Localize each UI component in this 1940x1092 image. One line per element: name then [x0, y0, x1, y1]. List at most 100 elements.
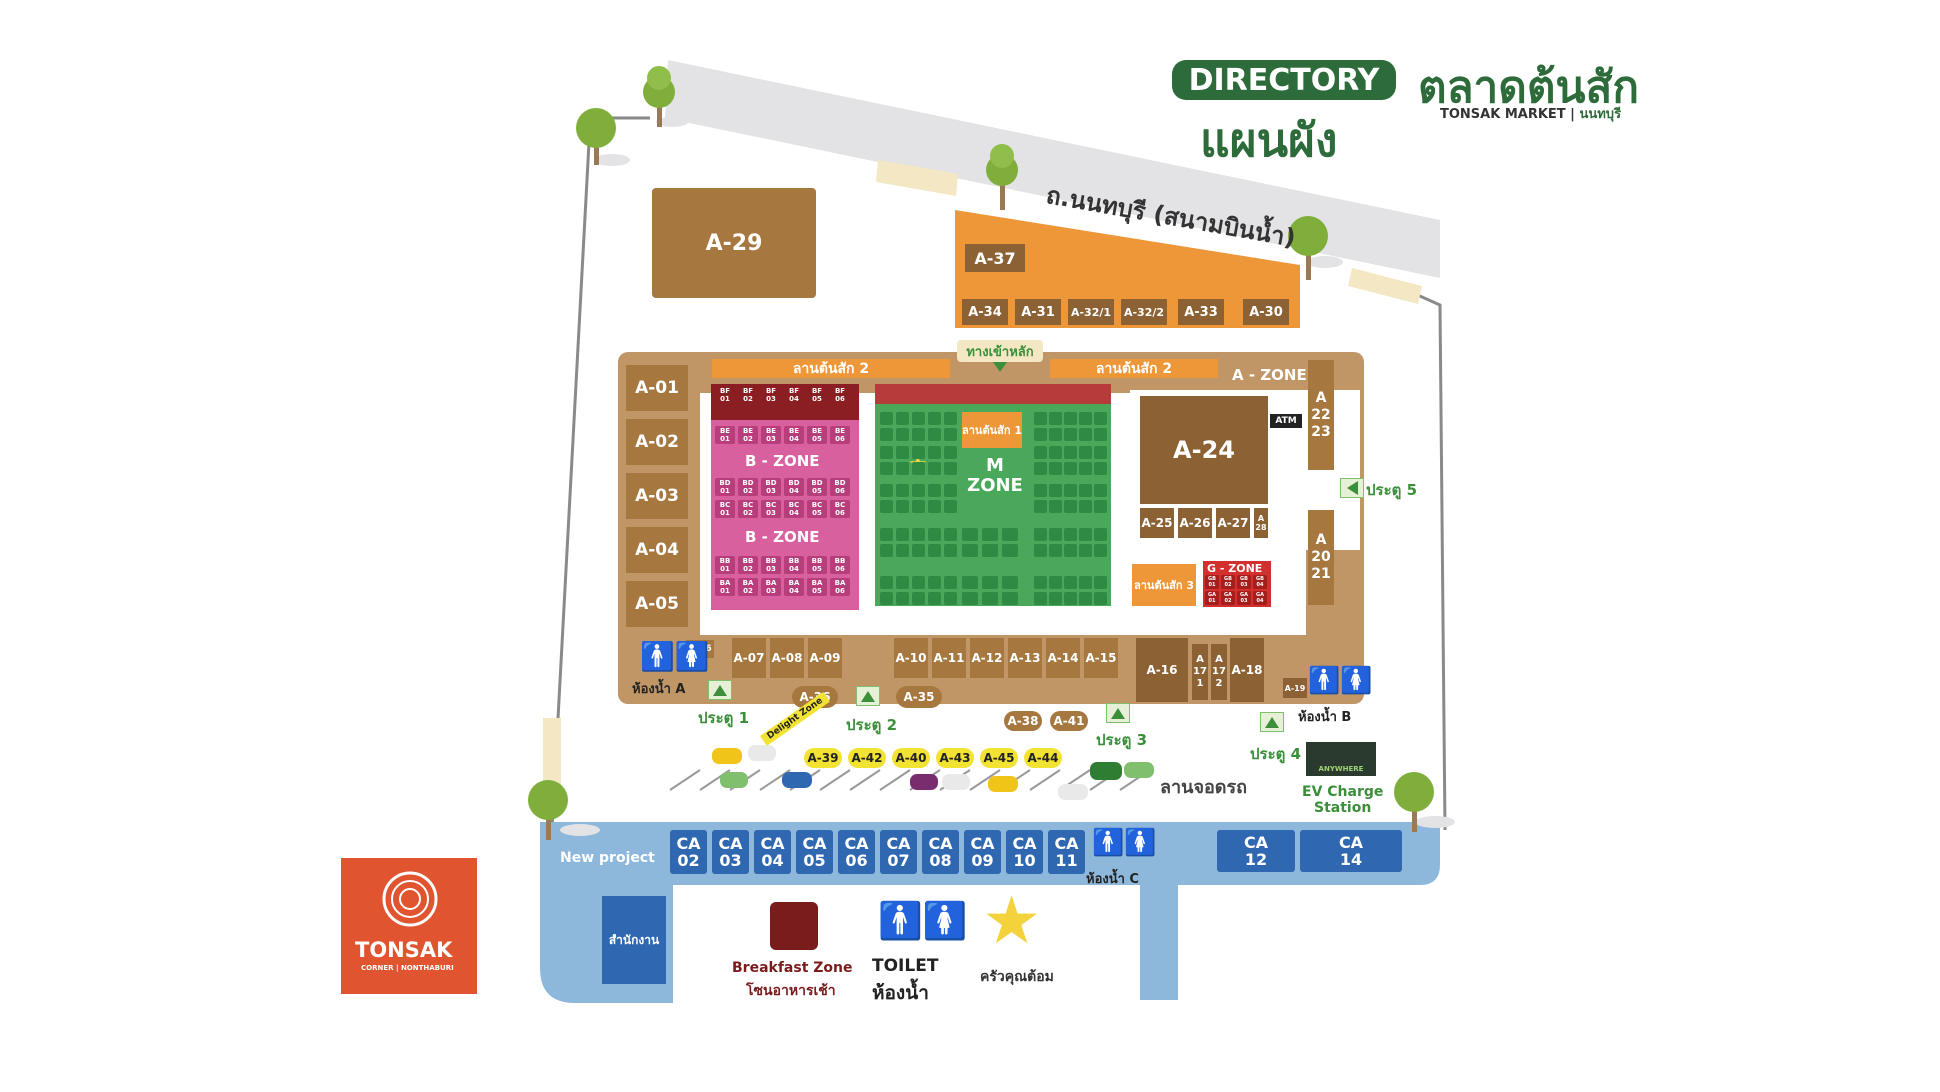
- unit-a03[interactable]: A-03: [626, 473, 688, 519]
- stall-g-1[interactable]: GB 01: [1205, 575, 1219, 589]
- m-stall[interactable]: [1002, 576, 1018, 589]
- m-stall[interactable]: [912, 500, 925, 513]
- unit-a42[interactable]: A-42: [848, 748, 886, 768]
- m-stall[interactable]: [944, 544, 957, 557]
- stall-bc-2[interactable]: BC 02: [738, 500, 758, 518]
- unit-a41[interactable]: A-41: [1050, 711, 1088, 731]
- m-stall[interactable]: [944, 576, 957, 589]
- m-stall[interactable]: [962, 592, 978, 605]
- stall-g-3[interactable]: GB 03: [1237, 575, 1251, 589]
- m-stall[interactable]: [1094, 462, 1107, 475]
- unit-a06[interactable]: A-06: [686, 640, 714, 658]
- stall-bd-4[interactable]: BD 04: [784, 478, 804, 496]
- m-stall[interactable]: [912, 484, 925, 497]
- stall-bb-2[interactable]: BB 02: [738, 556, 758, 574]
- m-stall[interactable]: [982, 576, 998, 589]
- m-stall[interactable]: [880, 500, 893, 513]
- m-stall[interactable]: [912, 592, 925, 605]
- stall-bc-5[interactable]: BC 05: [807, 500, 827, 518]
- m-stall[interactable]: [982, 592, 998, 605]
- m-stall[interactable]: [962, 528, 978, 541]
- plaza-lan2-left[interactable]: ลานต้นสัก 2: [712, 359, 950, 378]
- stall-ba-3[interactable]: BA 03: [761, 578, 781, 596]
- m-stall[interactable]: [1034, 462, 1047, 475]
- m-stall[interactable]: [1034, 446, 1047, 459]
- m-stall[interactable]: [1002, 544, 1018, 557]
- unit-ca02[interactable]: CA 02: [670, 830, 707, 874]
- stall-bd-3[interactable]: BD 03: [761, 478, 781, 496]
- m-stall[interactable]: [944, 462, 957, 475]
- unit-ca06[interactable]: CA 06: [838, 830, 875, 874]
- m-stall[interactable]: [1064, 462, 1077, 475]
- unit-ca09[interactable]: CA 09: [964, 830, 1001, 874]
- m-stall[interactable]: [1049, 528, 1062, 541]
- unit-a32-1[interactable]: A-32/1: [1068, 299, 1114, 325]
- m-stall[interactable]: [912, 428, 925, 441]
- m-stall[interactable]: [896, 462, 909, 475]
- m-stall[interactable]: [1049, 428, 1062, 441]
- m-stall[interactable]: [1049, 412, 1062, 425]
- unit-a38[interactable]: A-38: [1004, 711, 1042, 731]
- stall-bb-6[interactable]: BB 06: [830, 556, 850, 574]
- m-stall[interactable]: [896, 592, 909, 605]
- stall-bb-1[interactable]: BB 01: [715, 556, 735, 574]
- unit-ca10[interactable]: CA 10: [1006, 830, 1043, 874]
- stall-g-7[interactable]: GA 03: [1237, 591, 1251, 605]
- stall-bd-5[interactable]: BD 05: [807, 478, 827, 496]
- m-stall[interactable]: [1034, 576, 1047, 589]
- m-stall[interactable]: [896, 412, 909, 425]
- stall-bf-6[interactable]: BF 06: [830, 386, 850, 404]
- unit-ca07[interactable]: CA 07: [880, 830, 917, 874]
- unit-a37[interactable]: A-37: [965, 244, 1025, 272]
- unit-a17-2[interactable]: A 17 2: [1211, 644, 1227, 700]
- m-stall[interactable]: [1094, 484, 1107, 497]
- unit-a43[interactable]: A-43: [936, 748, 974, 768]
- m-stall[interactable]: [896, 428, 909, 441]
- m-stall[interactable]: [1064, 412, 1077, 425]
- m-stall[interactable]: [880, 576, 893, 589]
- stall-g-2[interactable]: GB 02: [1221, 575, 1235, 589]
- unit-a27[interactable]: A-27: [1216, 508, 1250, 538]
- unit-a07[interactable]: A-07: [732, 638, 766, 678]
- m-stall[interactable]: [1002, 528, 1018, 541]
- m-stall[interactable]: [1094, 412, 1107, 425]
- m-stall[interactable]: [1079, 446, 1092, 459]
- atm-badge[interactable]: ATM: [1270, 414, 1302, 428]
- m-stall[interactable]: [1049, 462, 1062, 475]
- stall-g-5[interactable]: GA 01: [1205, 591, 1219, 605]
- gate-2-marker[interactable]: [856, 686, 880, 706]
- unit-a24[interactable]: A-24: [1140, 396, 1268, 504]
- stall-bf-1[interactable]: BF 01: [715, 386, 735, 404]
- m-stall[interactable]: [944, 500, 957, 513]
- unit-ca04[interactable]: CA 04: [754, 830, 791, 874]
- m-stall[interactable]: [1079, 544, 1092, 557]
- m-stall[interactable]: [1094, 544, 1107, 557]
- unit-a34[interactable]: A-34: [962, 299, 1008, 325]
- unit-ca05[interactable]: CA 05: [796, 830, 833, 874]
- unit-a45[interactable]: A-45: [980, 748, 1018, 768]
- m-stall[interactable]: [896, 500, 909, 513]
- unit-a05[interactable]: A-05: [626, 581, 688, 627]
- stall-bf-4[interactable]: BF 04: [784, 386, 804, 404]
- m-stall[interactable]: [880, 462, 893, 475]
- gate-3-marker[interactable]: [1106, 703, 1130, 723]
- m-stall[interactable]: [1034, 428, 1047, 441]
- m-stall[interactable]: [944, 484, 957, 497]
- m-stall[interactable]: [928, 576, 941, 589]
- unit-a40[interactable]: A-40: [892, 748, 930, 768]
- unit-ca08[interactable]: CA 08: [922, 830, 959, 874]
- stall-g-8[interactable]: GA 04: [1253, 591, 1267, 605]
- m-stall[interactable]: [928, 528, 941, 541]
- unit-a17-1[interactable]: A 17 1: [1192, 644, 1208, 700]
- m-stall[interactable]: [1034, 528, 1047, 541]
- unit-ca12[interactable]: CA 12: [1217, 830, 1295, 872]
- unit-a14[interactable]: A-14: [1046, 638, 1080, 678]
- stall-g-6[interactable]: GA 02: [1221, 591, 1235, 605]
- m-stall[interactable]: [928, 446, 941, 459]
- stall-bf-5[interactable]: BF 05: [807, 386, 827, 404]
- unit-ca14[interactable]: CA 14: [1300, 830, 1402, 872]
- stall-be-4[interactable]: BE 04: [784, 426, 804, 444]
- stall-g-4[interactable]: GB 04: [1253, 575, 1267, 589]
- m-stall[interactable]: [1049, 576, 1062, 589]
- m-stall[interactable]: [1049, 500, 1062, 513]
